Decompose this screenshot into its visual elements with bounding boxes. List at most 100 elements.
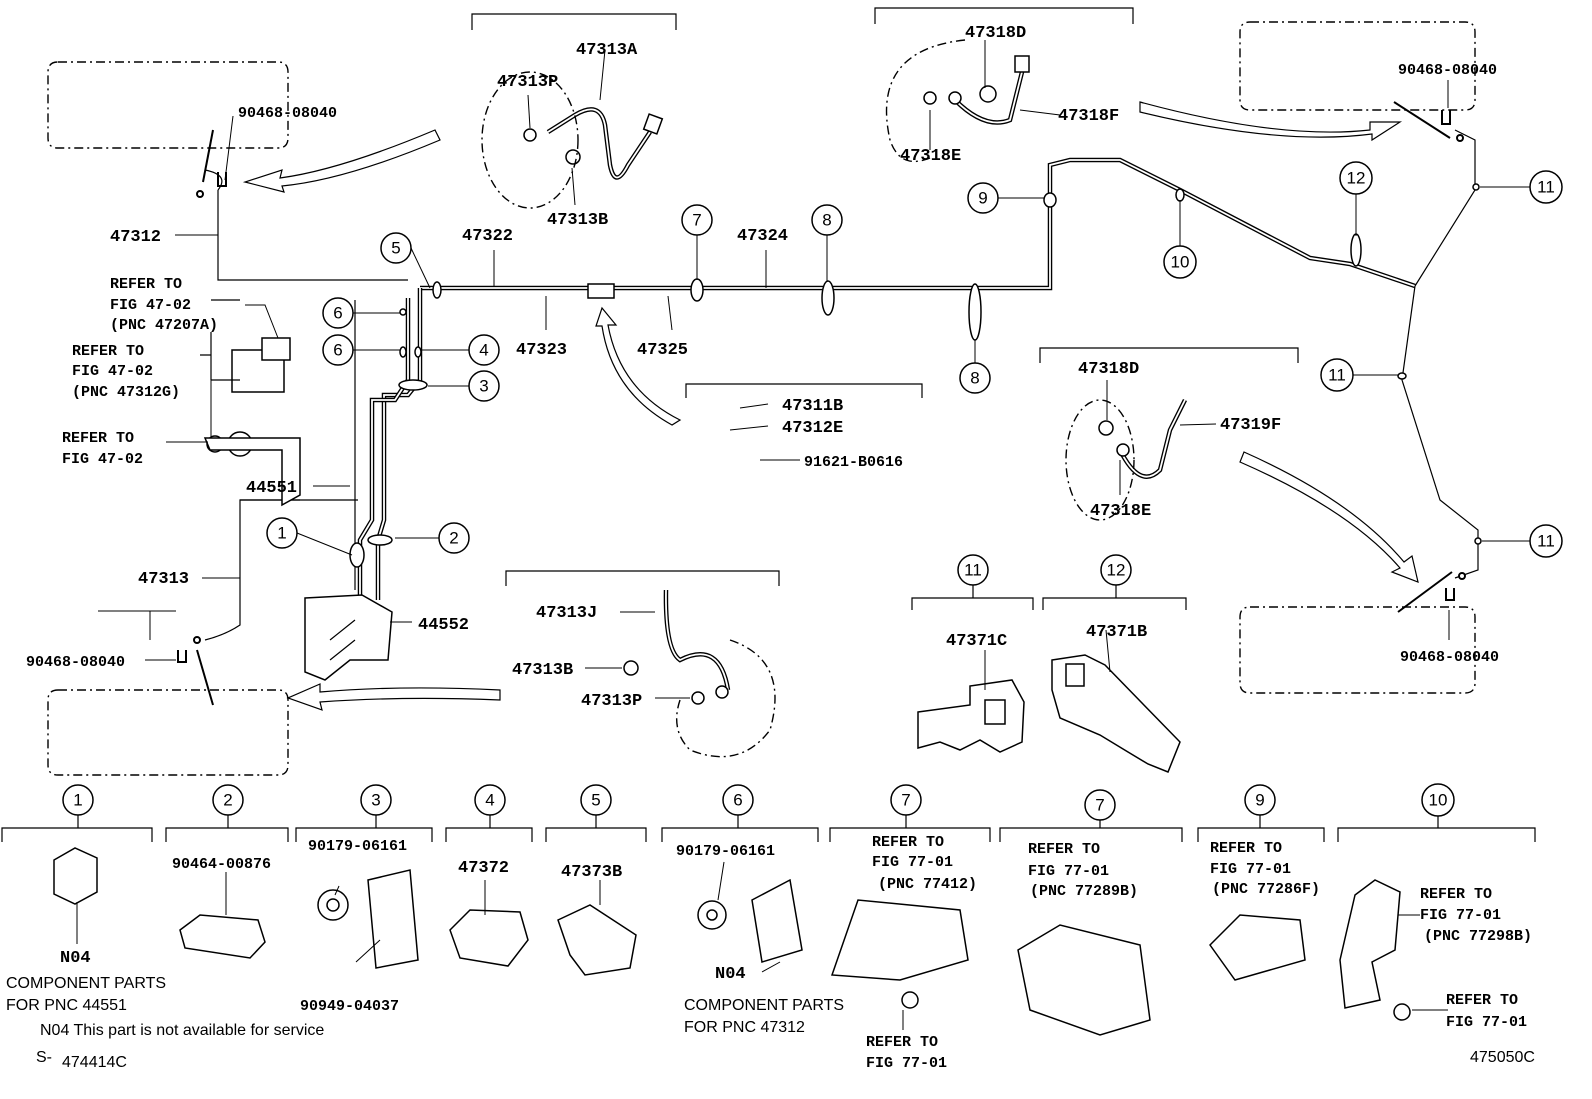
bracket-47318F <box>874 7 1134 24</box>
label-90949: 90949-04037 <box>300 998 399 1015</box>
clamp-47371C <box>917 679 1025 753</box>
footer-code-left: 474414C <box>62 1054 127 1071</box>
refer-3b: FIG 47-02 <box>62 451 143 468</box>
callout-11b: 11 <box>1328 366 1346 385</box>
label-47313P-top: 47313P <box>497 73 558 92</box>
label-7a-5: FIG 77-01 <box>866 1055 947 1072</box>
label-9-3: (PNC 77286F) <box>1212 881 1320 898</box>
bracket-47319F <box>1039 347 1299 363</box>
key-10: 10 <box>1429 791 1448 810</box>
leader-lines <box>76 40 1450 1030</box>
callout-2: 2 <box>449 529 458 548</box>
bracket-47312G <box>203 437 301 507</box>
label-47313B-top: 47313B <box>547 211 608 230</box>
label-47371C: 47371C <box>946 632 1007 651</box>
bracket-44552 <box>304 594 393 681</box>
label-7a-4: REFER TO <box>866 1034 938 1051</box>
callout-leaders <box>296 186 1530 556</box>
callout-11a: 11 <box>1537 178 1555 197</box>
key-1: 1 <box>73 791 82 810</box>
label-90468-br: 90468-08040 <box>1400 649 1499 666</box>
label-47323: 47323 <box>516 341 567 360</box>
hose-47313J <box>663 589 731 691</box>
refer-2c: (PNC 47312G) <box>72 384 180 401</box>
refer-2b: FIG 47-02 <box>72 363 153 380</box>
label-90464: 90464-00876 <box>172 856 271 873</box>
bottom-part-sketches <box>53 847 1411 1036</box>
label-44551: 44551 <box>246 479 297 498</box>
part-47318D-mid <box>1098 420 1114 436</box>
key-7a: 7 <box>901 791 910 810</box>
wheel-outline-bottom-left <box>47 689 289 776</box>
junction-47323 <box>587 283 615 299</box>
label-47318E-top: 47318E <box>900 147 961 166</box>
key-5: 5 <box>591 791 600 810</box>
label-47313B-mid: 47313B <box>512 661 573 680</box>
bleeder-90468 <box>177 101 1466 706</box>
hose-47313A <box>546 107 652 180</box>
callout-1: 1 <box>277 524 286 543</box>
label-9-1: REFER TO <box>1210 840 1282 857</box>
label-comp2b: FOR PNC 47312 <box>684 1019 805 1036</box>
label-47373B: 47373B <box>561 863 622 882</box>
label-47312E: 47312E <box>782 419 843 438</box>
key-9: 9 <box>1255 791 1264 810</box>
label-47313A: 47313A <box>576 41 638 60</box>
key-4: 4 <box>485 791 494 810</box>
bracket-47313J <box>505 570 780 586</box>
callout-3: 3 <box>479 377 488 396</box>
label-10-1: REFER TO <box>1420 886 1492 903</box>
label-10-4: REFER TO <box>1446 992 1518 1009</box>
part-47313B-top <box>565 149 581 165</box>
label-comp1a: COMPONENT PARTS <box>6 975 166 992</box>
label-47318D-top: 47318D <box>965 24 1026 43</box>
bracket-47371C <box>911 597 1034 610</box>
callout-7: 7 <box>692 211 701 230</box>
pipe-right-rear-lower <box>1401 285 1479 579</box>
fitting-47313A <box>642 113 664 135</box>
label-90468-tl: 90468-08040 <box>238 105 337 122</box>
label-47313J: 47313J <box>536 604 597 623</box>
callout-12: 12 <box>1347 169 1366 188</box>
label-10-2: FIG 77-01 <box>1420 907 1501 924</box>
key-6: 6 <box>733 791 742 810</box>
wheel-outline-bottom-right <box>1239 606 1476 694</box>
label-N04-a: N04 <box>60 949 91 968</box>
callout-11d: 11 <box>964 561 982 580</box>
label-47312: 47312 <box>110 228 161 247</box>
label-comp1b: FOR PNC 44551 <box>6 997 127 1014</box>
label-47313: 47313 <box>138 570 189 589</box>
arrows <box>242 101 1419 711</box>
callout-4: 4 <box>479 341 488 360</box>
brake-pipe-main <box>357 157 1416 600</box>
label-47371B: 47371B <box>1086 623 1147 642</box>
label-47322: 47322 <box>462 227 513 246</box>
callout-5: 5 <box>391 239 400 258</box>
key-3: 3 <box>371 791 380 810</box>
bracket-47313A <box>471 13 677 30</box>
label-47318D-mid: 47318D <box>1078 360 1139 379</box>
bracket-47311B <box>685 383 923 398</box>
label-47311B: 47311B <box>782 397 843 416</box>
label-10-5: FIG 77-01 <box>1446 1014 1527 1031</box>
callout-9: 9 <box>978 189 987 208</box>
callout-12d: 12 <box>1107 561 1126 580</box>
label-47325: 47325 <box>637 341 688 360</box>
fitting-47318F <box>1014 55 1030 73</box>
label-44552: 44552 <box>418 616 469 635</box>
footer-note: N04 This part is not available for servi… <box>40 1022 324 1039</box>
refer-leader <box>200 299 240 381</box>
label-7b-1: REFER TO <box>1028 841 1100 858</box>
label-90468-tr: 90468-08040 <box>1398 62 1497 79</box>
label-7a-1: REFER TO <box>872 834 944 851</box>
pipe-right-rear <box>1414 129 1476 287</box>
callout-6a: 6 <box>333 304 342 323</box>
part-47318D-top <box>979 85 997 103</box>
pipe-clamps <box>349 183 1482 568</box>
label-7b-2: FIG 77-01 <box>1028 863 1109 880</box>
footer-code-right: 475050C <box>1470 1049 1535 1066</box>
label-90468-bl: 90468-08040 <box>26 654 125 671</box>
key-2: 2 <box>223 791 232 810</box>
key-7b: 7 <box>1095 796 1104 815</box>
callout-6b: 6 <box>333 341 342 360</box>
